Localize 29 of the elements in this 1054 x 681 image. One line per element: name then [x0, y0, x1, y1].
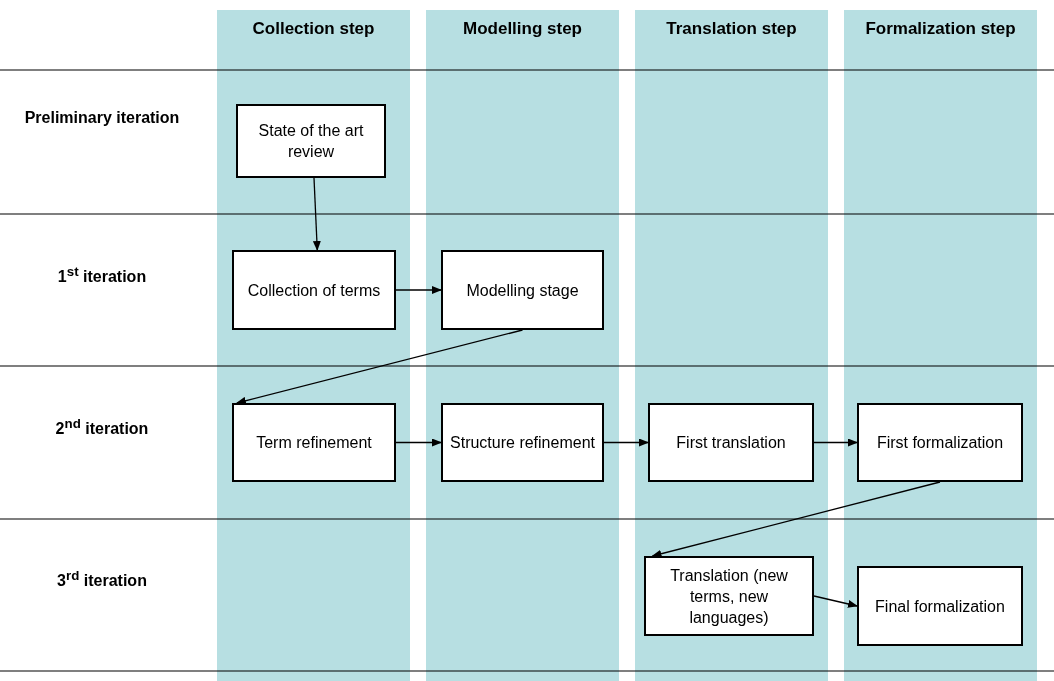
process-box: State of the art review [236, 104, 386, 178]
process-box: Final formalization [857, 566, 1023, 646]
column-heading: Modelling step [462, 18, 583, 39]
process-box: Structure refinement [441, 403, 604, 482]
arrow [235, 329, 524, 405]
arrow [603, 438, 649, 447]
row-label: 2$^{nd}$ iteration [54, 415, 150, 440]
process-box: Translation (new terms, new languages) [644, 556, 814, 636]
arrow [813, 595, 858, 608]
process-box: First translation [648, 403, 814, 482]
row-label: 1$^{st}$ iteration [56, 263, 148, 288]
process-box: Collection of terms [232, 250, 396, 330]
arrow [651, 481, 941, 558]
arrow [395, 438, 442, 447]
column-band [844, 10, 1037, 681]
process-box: Modelling stage [441, 250, 604, 330]
column-band [217, 10, 410, 681]
process-box: Term refinement [232, 403, 396, 482]
process-box: First formalization [857, 403, 1023, 482]
arrow [395, 286, 442, 294]
column-heading: Collection step [251, 18, 376, 39]
column-heading: Formalization step [864, 18, 1017, 39]
arrow [312, 177, 321, 251]
column-band [635, 10, 828, 681]
row-label: Preliminary iteration [23, 108, 181, 128]
arrow [813, 438, 858, 447]
column-band [426, 10, 619, 681]
column-heading: Translation step [665, 18, 798, 39]
row-label: 3$^{rd}$ iteration [56, 567, 148, 592]
